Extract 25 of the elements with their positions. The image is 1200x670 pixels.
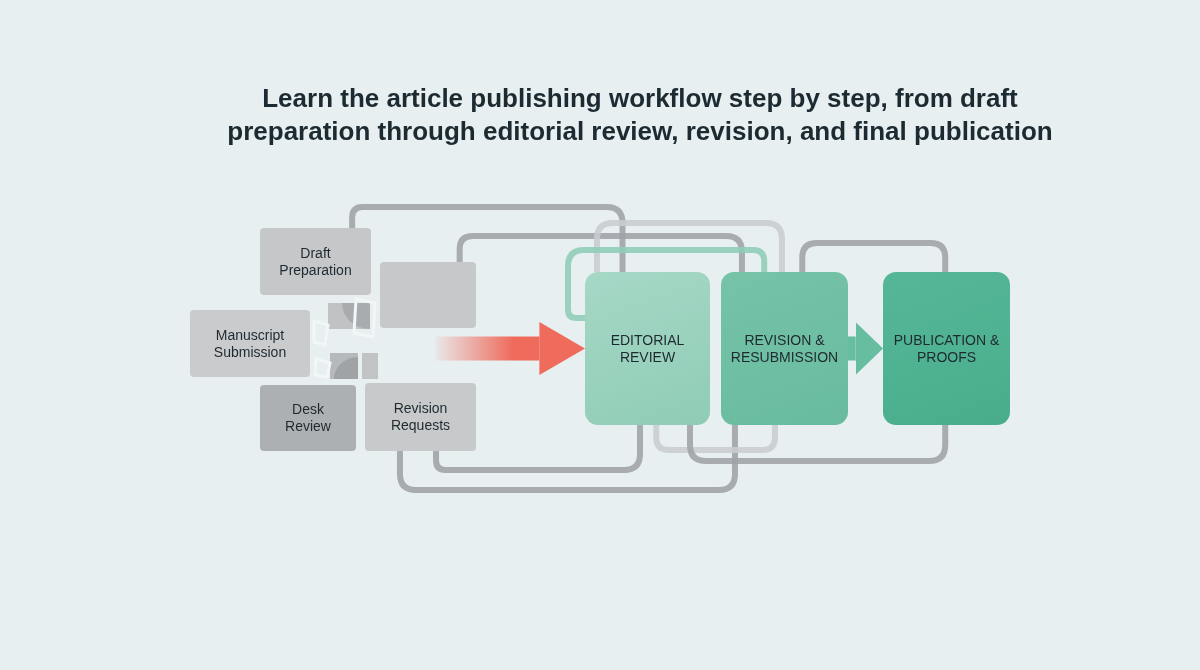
- connector-line: [594, 220, 785, 272]
- blank-box: [380, 262, 476, 328]
- connector-line: [349, 204, 626, 272]
- connector-line: [653, 425, 778, 453]
- process-box: [260, 385, 356, 451]
- stage-label: PUBLICATION & PROOFS: [892, 331, 1001, 366]
- stage-label: REVISION & RESUBMISSION: [729, 331, 840, 366]
- arrow: [848, 322, 883, 375]
- process-box: [190, 310, 310, 377]
- connector-line: [396, 425, 738, 493]
- connector-line: [433, 425, 643, 473]
- connector-line: [565, 247, 768, 321]
- diagram-title: Learn the article publishing workflow step by step, from draft preparation through editorial review, revision, and final publication: [226, 82, 1054, 148]
- step-label: Manuscript Submission: [212, 326, 288, 361]
- stage-box: [883, 272, 1010, 425]
- process-box: [260, 228, 371, 295]
- connector-line: [687, 425, 949, 464]
- step-label: Desk Review: [284, 401, 332, 435]
- stage-label: EDITORIAL REVIEW: [609, 331, 686, 366]
- stage-box: [585, 272, 710, 425]
- step-label: Draft Preparation: [278, 244, 353, 279]
- arrow: [435, 322, 585, 375]
- step-label: Revision Requests: [389, 400, 452, 434]
- process-box: [365, 383, 476, 451]
- stage-box: [721, 272, 848, 425]
